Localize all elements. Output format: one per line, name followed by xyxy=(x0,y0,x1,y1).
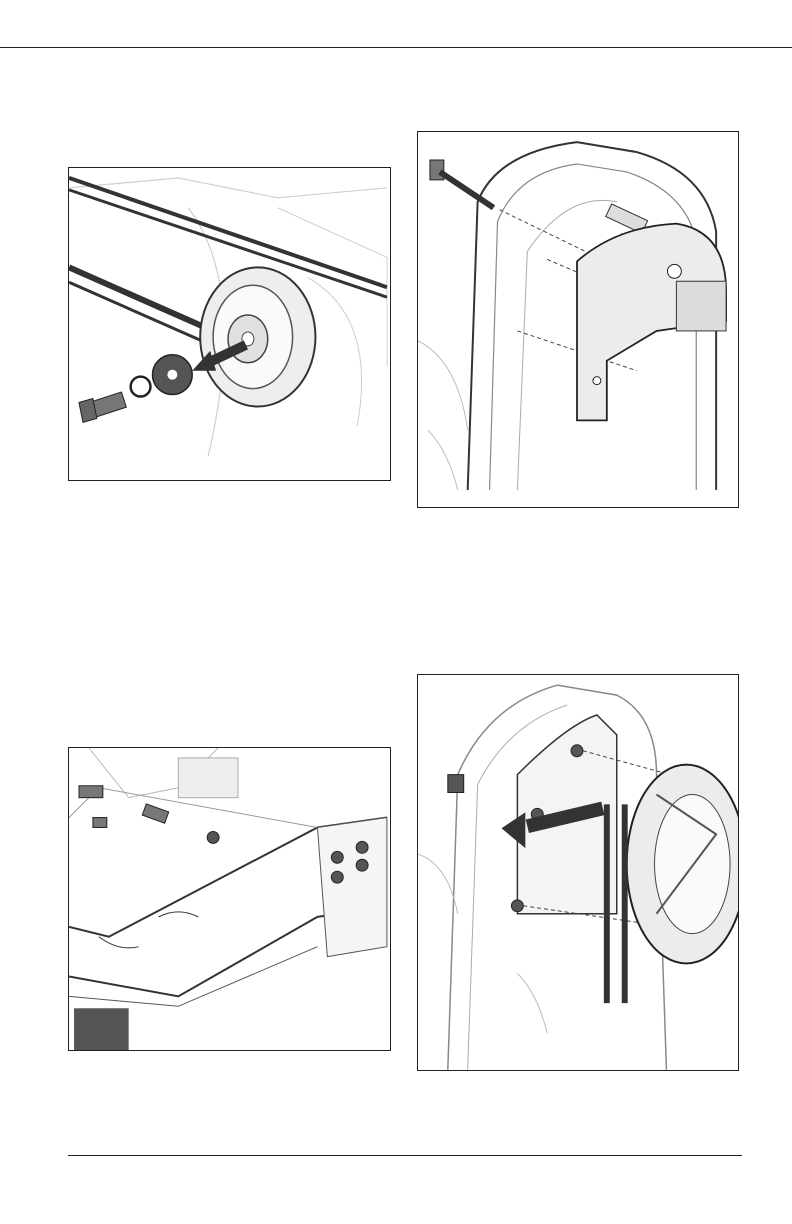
frame-nuts-illustration xyxy=(69,748,390,1050)
pulley-removal-illustration xyxy=(69,168,390,480)
bracket-bolts-illustration xyxy=(418,132,738,507)
figure-frame-nuts xyxy=(68,747,391,1051)
figure-bracket-bolts xyxy=(417,131,739,508)
install-pulley-plate-illustration xyxy=(418,675,738,1070)
figure-pulley-removal xyxy=(68,167,391,481)
bottom-rule xyxy=(68,1155,742,1156)
figure-install-pulley-plate xyxy=(417,674,739,1071)
top-rule xyxy=(0,47,792,48)
